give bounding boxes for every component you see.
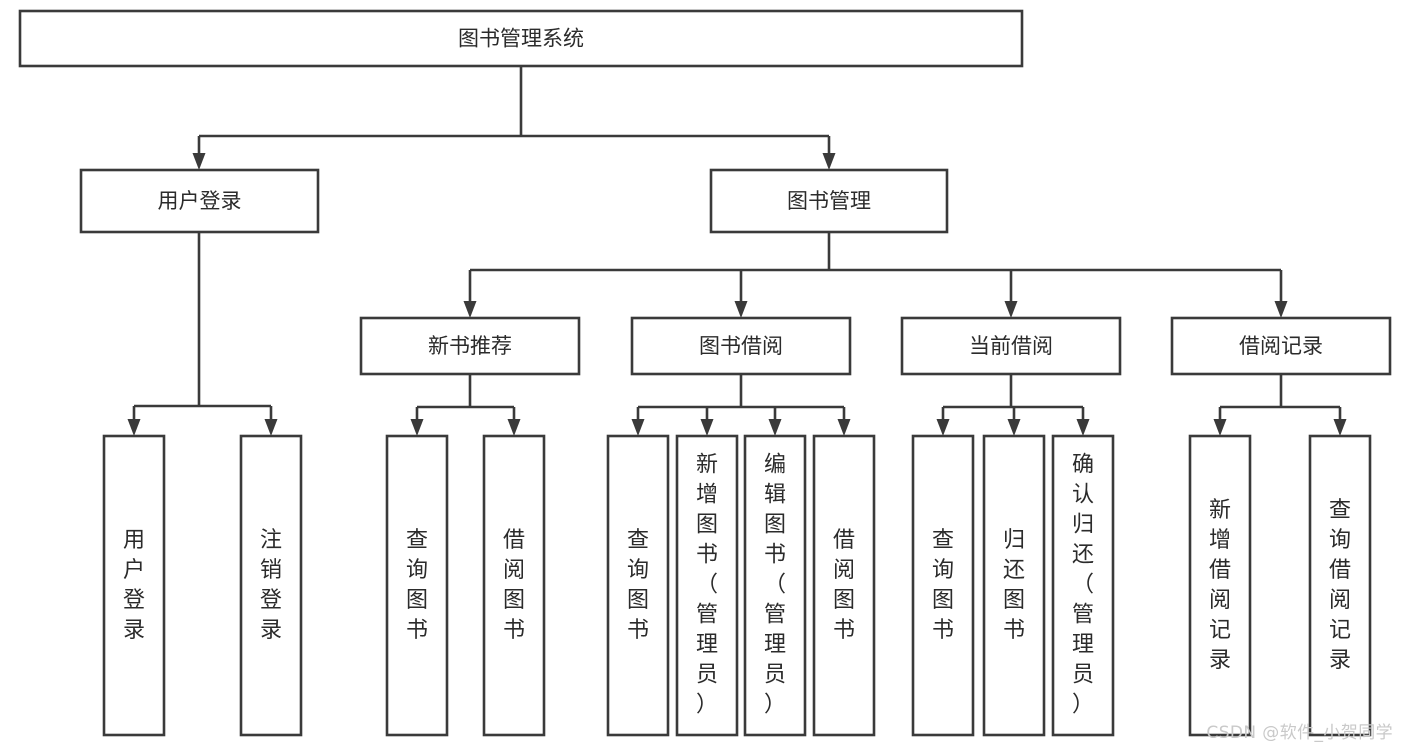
arrow-head-icon: [1213, 419, 1227, 436]
node-label-leaf-return-book: 归还图书: [1003, 528, 1025, 643]
node-book-borrow[interactable]: 图书借阅: [630, 316, 852, 376]
node-label-leaf-user-login: 用户登录: [123, 528, 145, 643]
node-box-leaf-add-record: [1188, 434, 1252, 737]
node-current-borrow[interactable]: 当前借阅: [900, 316, 1122, 376]
arrow-head-icon: [700, 419, 714, 436]
node-box-leaf-borrow-book-1: [482, 434, 546, 737]
node-label-leaf-borrow-book-2: 借阅图书: [833, 528, 855, 643]
node-box-leaf-logout: [239, 434, 303, 737]
node-leaf-add-record[interactable]: 新增借阅记录: [1188, 434, 1252, 737]
arrow-head-icon: [463, 301, 477, 318]
node-label-leaf-edit-book: 编辑图书（管理员）: [764, 453, 786, 718]
node-leaf-add-book[interactable]: 新增图书（管理员）: [675, 434, 739, 737]
node-leaf-borrow-book-1[interactable]: 借阅图书: [482, 434, 546, 737]
node-label-current-borrow: 当前借阅: [969, 334, 1053, 358]
node-leaf-user-login[interactable]: 用户登录: [102, 434, 166, 737]
arrow-head-icon: [264, 419, 278, 436]
node-leaf-borrow-book-2[interactable]: 借阅图书: [812, 434, 876, 737]
node-new-book-recommend[interactable]: 新书推荐: [359, 316, 581, 376]
node-box-leaf-add-book: [675, 434, 739, 737]
node-label-borrow-record: 借阅记录: [1239, 334, 1323, 358]
node-box-new-book-recommend: [359, 316, 581, 376]
node-label-user-login: 用户登录: [158, 189, 242, 213]
node-label-root: 图书管理系统: [458, 27, 584, 51]
connector-group-bus-user-login: [127, 232, 278, 436]
node-leaf-query-book-3[interactable]: 查询图书: [911, 434, 975, 737]
arrow-head-icon: [936, 419, 950, 436]
node-label-leaf-add-book: 新增图书（管理员）: [696, 453, 718, 718]
node-label-leaf-add-record: 新增借阅记录: [1209, 498, 1231, 673]
node-label-leaf-query-book-1: 查询图书: [406, 528, 428, 643]
arrow-head-icon: [507, 419, 521, 436]
node-leaf-query-book-1[interactable]: 查询图书: [385, 434, 449, 737]
node-box-user-login: [79, 168, 320, 234]
connector-group-bus-current-borrow: [936, 374, 1090, 436]
node-label-leaf-query-book-3: 查询图书: [932, 528, 954, 643]
node-box-leaf-query-book-3: [911, 434, 975, 737]
node-box-borrow-record: [1170, 316, 1392, 376]
node-label-book-management: 图书管理: [787, 189, 871, 213]
node-box-leaf-edit-book: [743, 434, 807, 737]
arrow-head-icon: [1333, 419, 1347, 436]
connector-group-bus-borrow-record: [1213, 374, 1347, 436]
arrow-head-icon: [1274, 301, 1288, 318]
arrow-head-icon: [768, 419, 782, 436]
arrow-head-icon: [837, 419, 851, 436]
node-box-leaf-confirm-return: [1051, 434, 1115, 737]
node-box-leaf-user-login: [102, 434, 166, 737]
node-leaf-edit-book[interactable]: 编辑图书（管理员）: [743, 434, 807, 737]
node-root[interactable]: 图书管理系统: [18, 9, 1024, 68]
node-box-book-borrow: [630, 316, 852, 376]
node-borrow-record[interactable]: 借阅记录: [1170, 316, 1392, 376]
connector-group-bus-book-borrow: [631, 374, 851, 436]
connector-group-bus-root: [192, 66, 836, 170]
node-label-new-book-recommend: 新书推荐: [428, 334, 512, 358]
arrow-head-icon: [822, 153, 836, 170]
arrow-head-icon: [1007, 419, 1021, 436]
node-label-leaf-query-record: 查询借阅记录: [1329, 498, 1351, 673]
node-box-leaf-query-book-2: [606, 434, 670, 737]
arrow-head-icon: [734, 301, 748, 318]
arrow-head-icon: [1076, 419, 1090, 436]
node-user-login[interactable]: 用户登录: [79, 168, 320, 234]
connector-group-bus-book-management: [463, 232, 1288, 318]
node-label-book-borrow: 图书借阅: [699, 334, 783, 358]
node-box-current-borrow: [900, 316, 1122, 376]
arrow-head-icon: [631, 419, 645, 436]
node-label-leaf-query-book-2: 查询图书: [627, 528, 649, 643]
arrow-head-icon: [127, 419, 141, 436]
node-box-root: [18, 9, 1024, 68]
node-label-leaf-confirm-return: 确认归还（管理员）: [1072, 453, 1094, 718]
node-leaf-query-book-2[interactable]: 查询图书: [606, 434, 670, 737]
node-box-leaf-return-book: [982, 434, 1046, 737]
node-book-management[interactable]: 图书管理: [709, 168, 949, 234]
node-leaf-query-record[interactable]: 查询借阅记录: [1308, 434, 1372, 737]
node-box-book-management: [709, 168, 949, 234]
arrow-head-icon: [1004, 301, 1018, 318]
node-label-leaf-borrow-book-1: 借阅图书: [503, 528, 525, 643]
node-leaf-logout[interactable]: 注销登录: [239, 434, 303, 737]
node-leaf-return-book[interactable]: 归还图书: [982, 434, 1046, 737]
node-label-leaf-logout: 注销登录: [260, 528, 282, 643]
connector-group-bus-new-book: [410, 374, 521, 436]
arrow-head-icon: [192, 153, 206, 170]
node-leaf-confirm-return[interactable]: 确认归还（管理员）: [1051, 434, 1115, 737]
node-box-leaf-query-book-1: [385, 434, 449, 737]
watermark-label: CSDN @软件_小贺同学: [1206, 723, 1393, 743]
node-box-leaf-query-record: [1308, 434, 1372, 737]
arrow-head-icon: [410, 419, 424, 436]
node-box-leaf-borrow-book-2: [812, 434, 876, 737]
